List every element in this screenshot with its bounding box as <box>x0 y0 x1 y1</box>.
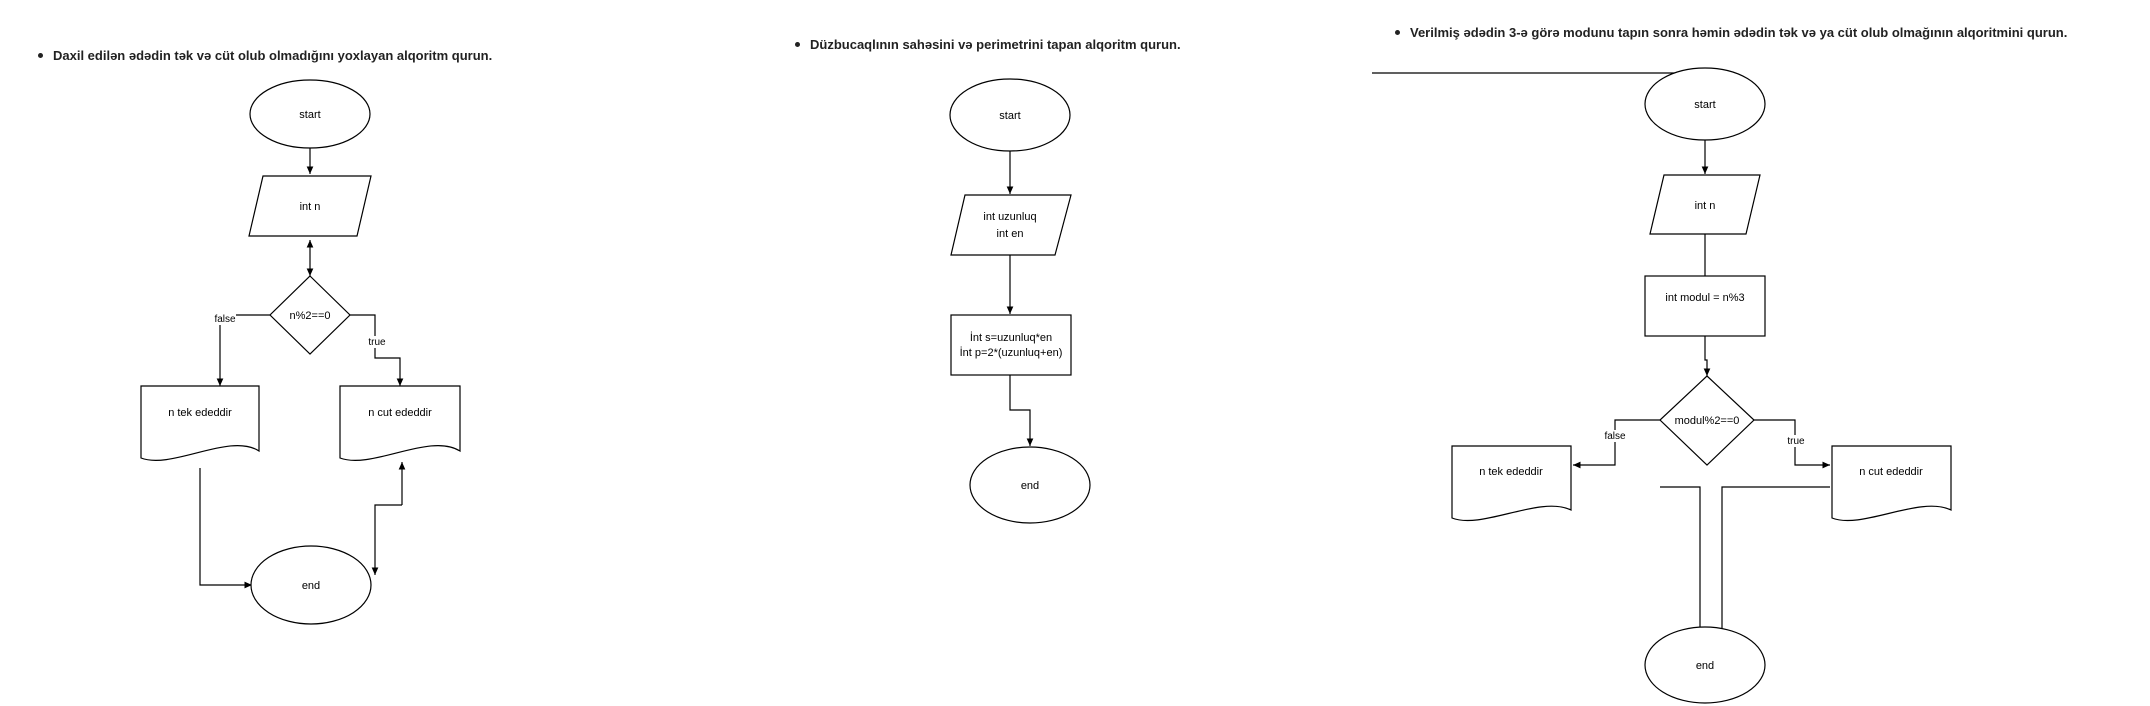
flowchart-odd-even: start int n n%2==0 false true n tek eded… <box>140 79 461 625</box>
even-output-label: n cut ededdir <box>368 407 432 419</box>
input-label: int n <box>300 201 321 213</box>
flowchart-modulo-odd-even: start int n int modul = n%3 modul%2==0 f… <box>1372 67 1952 704</box>
even-output-label: n cut ededdir <box>1859 466 1923 478</box>
input-label: int n <box>1695 200 1716 212</box>
odd-output-document <box>140 385 260 461</box>
task-3-heading: Verilmiş ədədin 3-ə görə modunu tapın so… <box>1395 25 2067 40</box>
end-label: end <box>1021 480 1039 492</box>
process-box <box>950 314 1072 376</box>
start-label: start <box>1694 99 1715 111</box>
bullet-icon <box>795 42 800 47</box>
flowchart-rectangle-area: start int uzunluq int en İnt s=uzunluq*e… <box>949 78 1091 524</box>
decision-diamond <box>1659 375 1755 466</box>
edge-process-to-end <box>1009 374 1034 446</box>
false-label: false <box>214 314 236 325</box>
decision-label: modul%2==0 <box>1675 415 1740 427</box>
end-label: end <box>302 580 320 592</box>
task-2-text: Düzbucaqlının sahəsini və perimetrini ta… <box>810 37 1181 52</box>
even-output-document <box>1831 445 1952 522</box>
false-label-bg <box>210 313 236 325</box>
input-parallelogram <box>1649 174 1761 235</box>
input-label-line1: int uzunluq <box>983 211 1036 223</box>
process-label-line2: İnt p=2*(uzunluq+en) <box>960 346 1063 359</box>
true-label: true <box>368 337 386 348</box>
edge-odd-to-end <box>199 468 252 589</box>
edge-process-to-decision <box>1703 336 1711 376</box>
process-box <box>1644 275 1766 337</box>
odd-output-document <box>1451 445 1572 522</box>
start-label: start <box>999 110 1020 122</box>
process-label: int modul = n%3 <box>1665 292 1744 304</box>
edge-even-to-end <box>371 504 402 575</box>
false-label: false <box>1604 431 1626 442</box>
start-label: start <box>299 109 320 121</box>
odd-output-label: n tek ededdir <box>1479 466 1543 478</box>
edge-false-branch <box>1573 419 1660 469</box>
edge-true-branch <box>350 314 404 386</box>
end-terminal <box>250 545 372 625</box>
false-label-bg <box>1601 430 1629 442</box>
edge-odd-to-end <box>1660 486 1701 628</box>
input-label-line2: int en <box>997 228 1024 240</box>
odd-output-label: n tek ededdir <box>168 407 232 419</box>
true-label-bg <box>1785 435 1807 447</box>
task-2-heading: Düzbucaqlının sahəsini və perimetrini ta… <box>795 37 1181 52</box>
true-label-bg <box>366 336 386 348</box>
input-parallelogram <box>248 175 372 237</box>
end-label: end <box>1696 660 1714 672</box>
edge-false-branch <box>216 314 270 386</box>
input-parallelogram <box>950 194 1072 256</box>
start-terminal <box>1644 67 1766 141</box>
task-1-heading: Daxil edilən ədədin tək və cüt olub olma… <box>38 48 492 63</box>
true-label: true <box>1787 436 1805 447</box>
edge-even-to-end <box>1721 486 1830 628</box>
decision-diamond <box>269 275 351 355</box>
start-terminal <box>249 79 371 149</box>
process-label-line1: İnt s=uzunluq*en <box>970 331 1052 344</box>
decision-label: n%2==0 <box>290 310 331 322</box>
task-1-text: Daxil edilən ədədin tək və cüt olub olma… <box>53 48 493 63</box>
start-terminal <box>949 78 1071 152</box>
bullet-icon <box>38 53 43 58</box>
end-terminal <box>969 446 1091 524</box>
bullet-icon <box>1395 30 1400 35</box>
task-3-text: Verilmiş ədədin 3-ə görə modunu tapın so… <box>1410 25 2068 40</box>
end-terminal <box>1644 626 1766 704</box>
even-output-document <box>339 385 461 461</box>
